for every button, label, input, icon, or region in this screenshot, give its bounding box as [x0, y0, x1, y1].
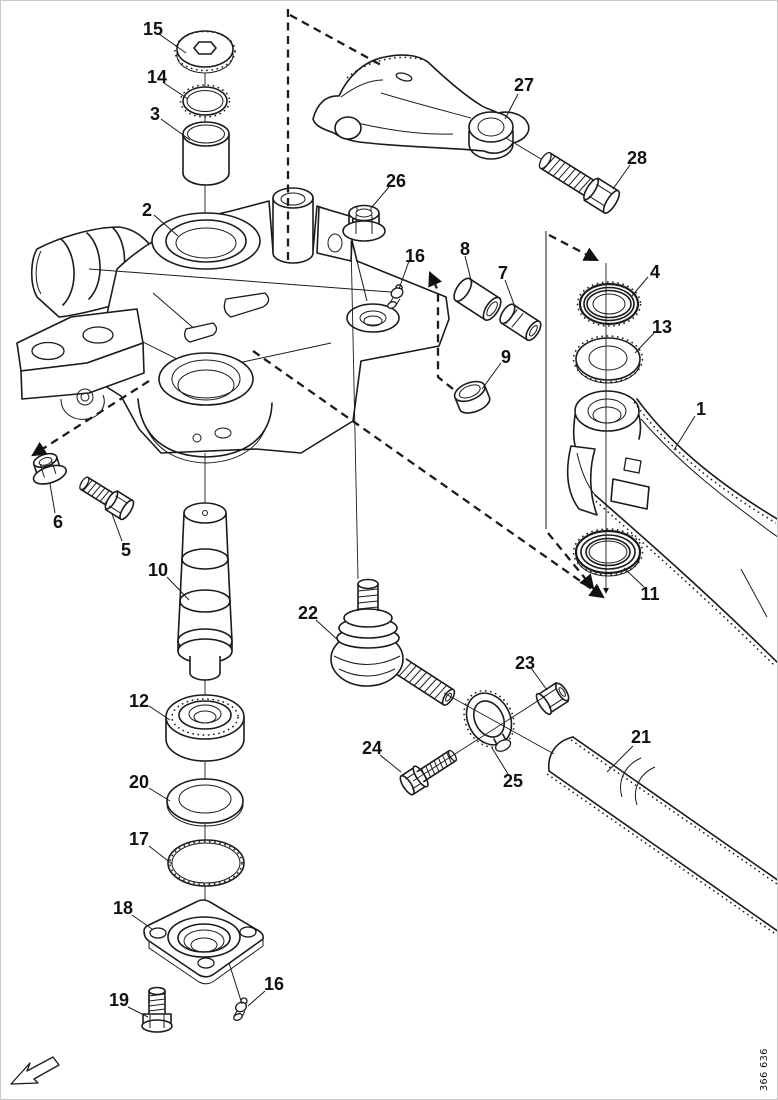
part-17-o-ring	[167, 839, 245, 887]
callout-16-lower: 16	[264, 974, 284, 994]
callout-8: 8	[460, 239, 470, 259]
callout-21: 21	[631, 727, 651, 747]
callout-5: 5	[121, 540, 131, 560]
direction-arrow-icon	[10, 1056, 60, 1085]
part-19-bolt	[141, 986, 173, 1033]
part-27-steering-arm	[312, 54, 530, 160]
callout-19: 19	[109, 990, 129, 1010]
part-7-bushing	[499, 303, 542, 342]
callout-16-upper: 16	[405, 246, 425, 266]
centerline	[412, 137, 609, 782]
part-14-o-ring	[179, 84, 231, 118]
part-3-bushing	[182, 121, 230, 186]
callout-3: 3	[150, 104, 160, 124]
callout-12: 12	[129, 691, 149, 711]
part-25-clamp	[463, 689, 515, 752]
part-21-tie-rod-tube	[546, 736, 777, 936]
callout-11: 11	[640, 584, 659, 604]
part-8-bushing	[453, 277, 502, 321]
figure-number: 366 636	[759, 1048, 770, 1091]
callout-13: 13	[652, 317, 672, 337]
callout-4: 4	[650, 262, 660, 282]
callout-24: 24	[362, 738, 382, 758]
callout-6: 6	[53, 512, 63, 532]
callout-2: 2	[142, 200, 152, 220]
callout-20: 20	[129, 772, 149, 792]
part-4-seal-ring	[576, 281, 642, 327]
part-5-bolt	[79, 476, 135, 521]
part-20-washer	[166, 778, 244, 827]
part-9-plug	[453, 380, 491, 414]
callout-18: 18	[113, 898, 133, 918]
callout-10: 10	[148, 560, 168, 580]
part-23-nut	[535, 681, 570, 716]
callout-26: 26	[386, 171, 406, 191]
part-26-castle-nut	[342, 204, 386, 580]
part-15-cap	[174, 30, 236, 74]
callout-28: 28	[627, 148, 647, 168]
part-16-grease-fitting-upper	[387, 284, 404, 309]
part-1-axle-beam	[566, 390, 777, 666]
part-12-bearing	[165, 694, 245, 762]
leader-line	[49, 33, 696, 1018]
callout-14: 14	[147, 67, 167, 87]
callout-7: 7	[498, 263, 508, 283]
part-11-seal-ring	[572, 528, 644, 577]
part-18-cover-plate	[143, 899, 264, 985]
part-16-grease-fitting-lower	[233, 997, 248, 1021]
callout-23: 23	[515, 653, 535, 673]
callout-25: 25	[503, 771, 523, 791]
callout-22: 22	[298, 603, 318, 623]
callout-1: 1	[696, 399, 706, 419]
callout-17: 17	[129, 829, 149, 849]
callout-9: 9	[501, 347, 511, 367]
part-10-king-pin	[177, 502, 233, 681]
callout-27: 27	[514, 75, 534, 95]
part-28-bolt	[538, 151, 621, 214]
part-2-steering-knuckle-housing	[16, 187, 450, 464]
callout-15: 15	[143, 19, 163, 39]
part-13-washer	[572, 335, 644, 384]
part-22-tie-rod-end	[330, 578, 456, 706]
assembly-axis-dashed	[31, 9, 605, 599]
